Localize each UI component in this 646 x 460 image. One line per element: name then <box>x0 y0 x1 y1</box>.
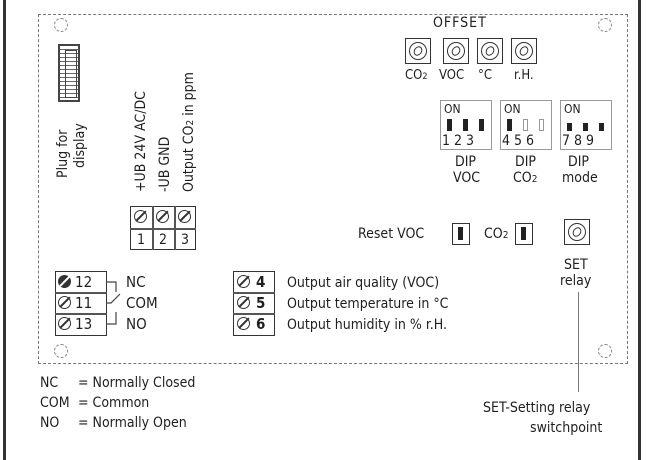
frame-right-edge <box>638 0 641 460</box>
dip-switch-co2[interactable] <box>500 100 552 150</box>
terminal-divider <box>233 292 275 294</box>
supply-label-output-co2: Output CO2 in ppm <box>181 72 197 192</box>
dip-on-label: ON <box>564 102 581 116</box>
circuit-board-outline <box>38 14 628 364</box>
screw-icon <box>134 210 147 223</box>
set-relay-leader-line <box>578 292 579 392</box>
set-note-line2: switchpoint <box>530 420 603 436</box>
dip-numbers: 1 2 3 <box>442 133 475 149</box>
dip-label-mode-1: DIP <box>568 154 590 170</box>
relay-terminal-number: 11 <box>75 294 93 312</box>
offset-title: OFFSET <box>433 15 487 31</box>
display-plug-connector <box>58 44 80 102</box>
dip-toggle[interactable] <box>539 119 544 131</box>
output-terminal-number: 5 <box>256 294 266 312</box>
output-terminal-number: 6 <box>256 315 266 333</box>
dip-label-voc-1: DIP <box>455 154 477 170</box>
reset-co2-button[interactable] <box>515 223 533 245</box>
set-relay-potentiometer-icon[interactable] <box>564 219 590 245</box>
relay-terminal-number: 12 <box>75 273 93 291</box>
supply-label-ub-plus: +UB 24V AC/DC <box>133 91 149 192</box>
terminal-number-2: 2 <box>159 232 168 248</box>
dip-label-co2-2: CO2 <box>513 170 538 186</box>
dip-numbers: 7 8 9 <box>562 133 595 149</box>
dip-toggle[interactable] <box>567 123 572 131</box>
dip-toggle[interactable] <box>447 119 452 131</box>
voc-offset-potentiometer-icon[interactable] <box>443 38 469 64</box>
terminal-number-3: 3 <box>181 232 190 248</box>
plug-label-line1: Plug for <box>55 129 71 178</box>
terminal-divider <box>55 292 107 294</box>
mount-hole-top-left <box>54 18 68 32</box>
terminal-number-1: 1 <box>137 232 146 248</box>
legend-desc-com: = Common <box>78 395 150 411</box>
frame-left-edge <box>3 0 6 460</box>
legend-abbr-nc: NC <box>40 375 59 391</box>
dip-toggle[interactable] <box>463 119 468 131</box>
reset-voc-label: Reset VOC <box>358 226 425 242</box>
dip-on-label: ON <box>504 102 521 116</box>
dip-label-voc-2: VOC <box>453 170 481 186</box>
dip-numbers: 4 5 6 <box>502 133 535 149</box>
reset-co2-label: CO2 <box>484 226 509 242</box>
screw-icon <box>156 210 169 223</box>
terminal-divider <box>55 313 107 315</box>
dip-label-mode-2: mode <box>562 170 598 186</box>
dip-switch-mode[interactable] <box>560 100 612 150</box>
terminal-divider <box>233 313 275 315</box>
dip-toggle[interactable] <box>583 123 588 131</box>
mount-hole-bottom-right <box>598 344 612 358</box>
output-label-air-quality: Output air quality (VOC) <box>287 275 440 291</box>
pot-label-rh: r.H. <box>514 68 534 83</box>
relay-contact-symbol <box>106 281 121 325</box>
pot-label-voc: VOC <box>439 68 465 83</box>
mount-hole-top-right <box>598 18 612 32</box>
co2-offset-potentiometer-icon[interactable] <box>405 38 431 64</box>
dip-on-label: ON <box>444 102 461 116</box>
temp-offset-potentiometer-icon[interactable] <box>477 38 503 64</box>
reset-voc-button[interactable] <box>452 223 470 245</box>
screw-icon <box>58 317 71 330</box>
dip-toggle[interactable] <box>479 119 484 131</box>
screw-icon <box>178 210 191 223</box>
dip-toggle[interactable] <box>507 119 512 131</box>
plug-label-line2: display <box>72 123 88 168</box>
screw-icon <box>237 317 250 330</box>
dip-toggle[interactable] <box>599 123 604 131</box>
mount-hole-bottom-left <box>54 344 68 358</box>
screw-icon <box>58 296 71 309</box>
dip-switch-voc[interactable] <box>440 100 492 150</box>
pot-label-co2: CO2 <box>405 68 428 83</box>
screw-icon <box>237 296 250 309</box>
legend-abbr-no: NO <box>40 415 60 431</box>
legend-desc-no: = Normally Open <box>78 415 187 431</box>
relay-label-no: NO <box>126 315 147 333</box>
screw-icon <box>58 275 71 288</box>
set-relay-label-1: SET <box>564 257 588 273</box>
supply-label-ub-gnd: -UB GND <box>157 136 173 192</box>
relay-label-nc: NC <box>126 273 146 291</box>
dip-toggle[interactable] <box>523 119 528 131</box>
output-label-temperature: Output temperature in °C <box>287 296 449 312</box>
legend-desc-nc: = Normally Closed <box>78 375 196 391</box>
set-relay-label-2: relay <box>560 273 592 289</box>
screw-icon <box>237 275 250 288</box>
relay-terminal-number: 13 <box>75 315 93 333</box>
output-terminal-number: 4 <box>256 273 266 291</box>
output-label-humidity: Output humidity in % r.H. <box>287 317 447 333</box>
set-note-line1: SET-Setting relay <box>483 400 591 416</box>
terminal-divider <box>130 228 196 230</box>
dip-label-co2-1: DIP <box>515 154 537 170</box>
rh-offset-potentiometer-icon[interactable] <box>511 38 537 64</box>
relay-label-com: COM <box>126 294 158 312</box>
pot-label-temp: °C <box>478 68 493 83</box>
legend-abbr-com: COM <box>40 395 70 411</box>
